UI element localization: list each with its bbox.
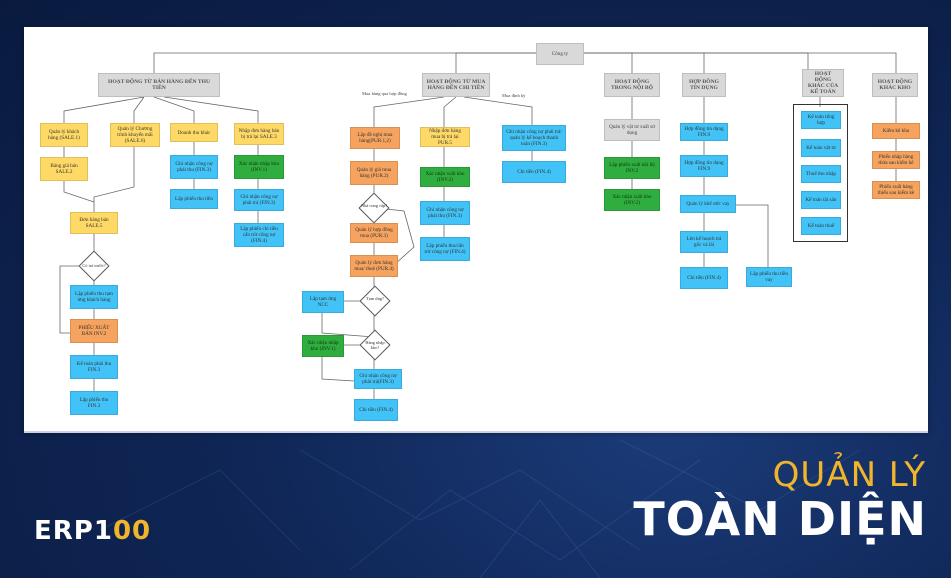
purchase-payable: Ghi nhận công nợ phải trả(FIN.3) [354,369,402,389]
internal-issue-note: Lập phiếu xuất nội bộ INV.2 [604,157,660,179]
sales-payable: Ghi nhận công nợ phải trả (FIN.3) [234,189,284,211]
sales-advance-receipt: Lập phiếu thu tạm ứng khách hàng [70,285,118,309]
internal-stock-out-confirm: Xác nhận xuất kho (INV.2) [604,189,660,211]
logo-text-part1: ERP1 [34,516,113,546]
sales-other-revenue: Doanh thu khác [170,123,218,142]
sales-order: Đơn hàng bán SALE.5 [70,212,118,234]
background-texture [99,439,861,578]
purchase-receiving-decision-label: Hàng nhập kho? [365,340,385,350]
connector-lines [59,52,897,399]
sales-delivery-note: PHIẾU XUẤT BÁN INV.2 [70,319,118,343]
purchase-order: Quản lý đơn hàng mua/ thuê (PUR.4) [350,255,398,277]
diagram-panel: Công ty HOẠT ĐỘNG TỪ BÁN HÀNG ĐẾN THU TI… [24,27,928,431]
purchase-advance-decision-label: Tạm ứng? [366,296,384,301]
purchase-final-payment: Chi tiền (FIN.4) [354,399,398,421]
purchase-receivable: Ghi nhận công nợ phải thu (FIN.3) [420,201,470,225]
purchase-supplier-decision-label: Nhà cung cấp? [360,203,388,208]
sales-receivable: Ghi nhận công nợ phải thu (FIN.3) [170,155,218,179]
credit-contract-2: Hợp đồng tín dụng FIN.9 [680,155,728,177]
purchase-receipt-offset: Lập phiếu thu/cấn trừ công nợ (FIN.4) [420,237,470,261]
purchase-request: Lập đề nghị mua hàng(PUR.1,2) [350,127,400,149]
accounting-income-tax: Thuế thu nhập [801,165,841,183]
sales-price-list: Bảng giá bán SALE.2 [40,157,88,181]
accounting-materials: Kế toán vật tư [801,139,841,157]
internal-material-usage: Quản lý vật tư xuất sử dụng [604,119,660,141]
purchase-label-contract: Mua hàng qua hợp đồng [362,91,407,96]
purchase-payment: Chi tiền (FIN.4) [502,161,566,183]
accounting-general: Kế toán tổng hợp [801,111,841,129]
purchase-supplier-advance: Lập tạm ứng NCC [302,291,344,313]
purchase-payable-plan: Ghi nhận công nợ phải trả/ quản lý kế ho… [502,125,566,151]
warehouse-shortage-issue: Phiếu xuất hàng thiếu sau kiểm kê [872,181,920,199]
sales-receipt-voucher: Lập phiếu thu FIN.3 [70,391,118,415]
warehouse-surplus-receipt: Phiếu nhập hàng thừa sau kiểm kê [872,151,920,169]
credit-repayment-plan: Lên kế hoạch trả gốc và lãi [680,231,728,253]
purchase-stock-in-confirm: Xác nhận nhập kho (INV.1) [302,335,344,357]
panel-divider [24,431,928,433]
brand-title-line2: TOÀN DIỆN [633,492,927,546]
accounting-assets: Kế toán tài sản [801,191,841,209]
header-warehouse: HOẠT ĐỘNG KHÁC KHO [872,73,918,97]
purchase-label-periodic: Mua định kỳ [502,93,526,98]
sales-return-order: Nhập đơn hàng bán bị trả lại SALE.3 [234,123,284,145]
sales-prepaid-decision-label: Có trả trước? [82,263,106,268]
sales-promotion: Quản lý Chương trình khuyến mãi (SALE.6) [110,123,160,147]
credit-payment: Chi tiền (FIN.4) [680,267,728,289]
header-sales: HOẠT ĐỘNG TỪ BÁN HÀNG ĐẾN THU TIỀN [98,73,220,97]
purchase-contract: Quản lý hợp đồng mua (PUR.3) [350,223,398,243]
sales-customer-management: Quản lý khách hàng (SALE.1) [40,123,88,147]
sales-receipt: Lập phiếu thu tiền [170,189,218,209]
erp100-logo: ERP100 [34,516,151,546]
header-purchase: HOẠT ĐỘNG TỪ MUA HÀNG ĐẾN CHI TIỀN [422,73,490,97]
warehouse-stocktake: Kiểm kê kho [872,123,920,139]
header-credit: HỢP ĐỒNG TÍN DỤNG [682,73,726,97]
header-internal: HOẠT ĐỘNG TRONG NỘI BỘ [604,73,660,97]
sales-ar-accounting: Kế toán phải thu FIN.3 [70,355,118,379]
credit-loan-management: Quản lý khế ước vay [680,195,736,213]
logo-text-part2: 00 [112,516,152,546]
sales-stock-in-confirm: Xác nhận nhập kho (INV.1) [234,155,284,179]
sales-payment-offset: Lập phiếu chi tiền cấn trừ công nợ (FIN.… [234,223,284,247]
purchase-return-order: Nhập đơn hàng mua bị trả lại PUR.5 [420,127,470,147]
brand-title-line1: QUẢN LÝ [772,455,926,495]
root-node: Công ty [536,43,584,65]
purchase-price-management: Quản lý giá mua hàng (PUR.2) [350,161,398,185]
credit-contract-1: Hợp đồng tín dụng FIN.9 [680,123,728,141]
purchase-stock-out-confirm: Xác nhận xuất kho (INV.2) [420,167,470,187]
header-accounting: HOẠT ĐỘNG KHÁC CỦA KẾ TOÁN [802,69,844,97]
accounting-tax: Kế toán thuế [801,217,841,235]
credit-loan-receipt: Lập phiếu thu tiền vay [746,267,792,287]
accounting-group-box [793,104,848,242]
